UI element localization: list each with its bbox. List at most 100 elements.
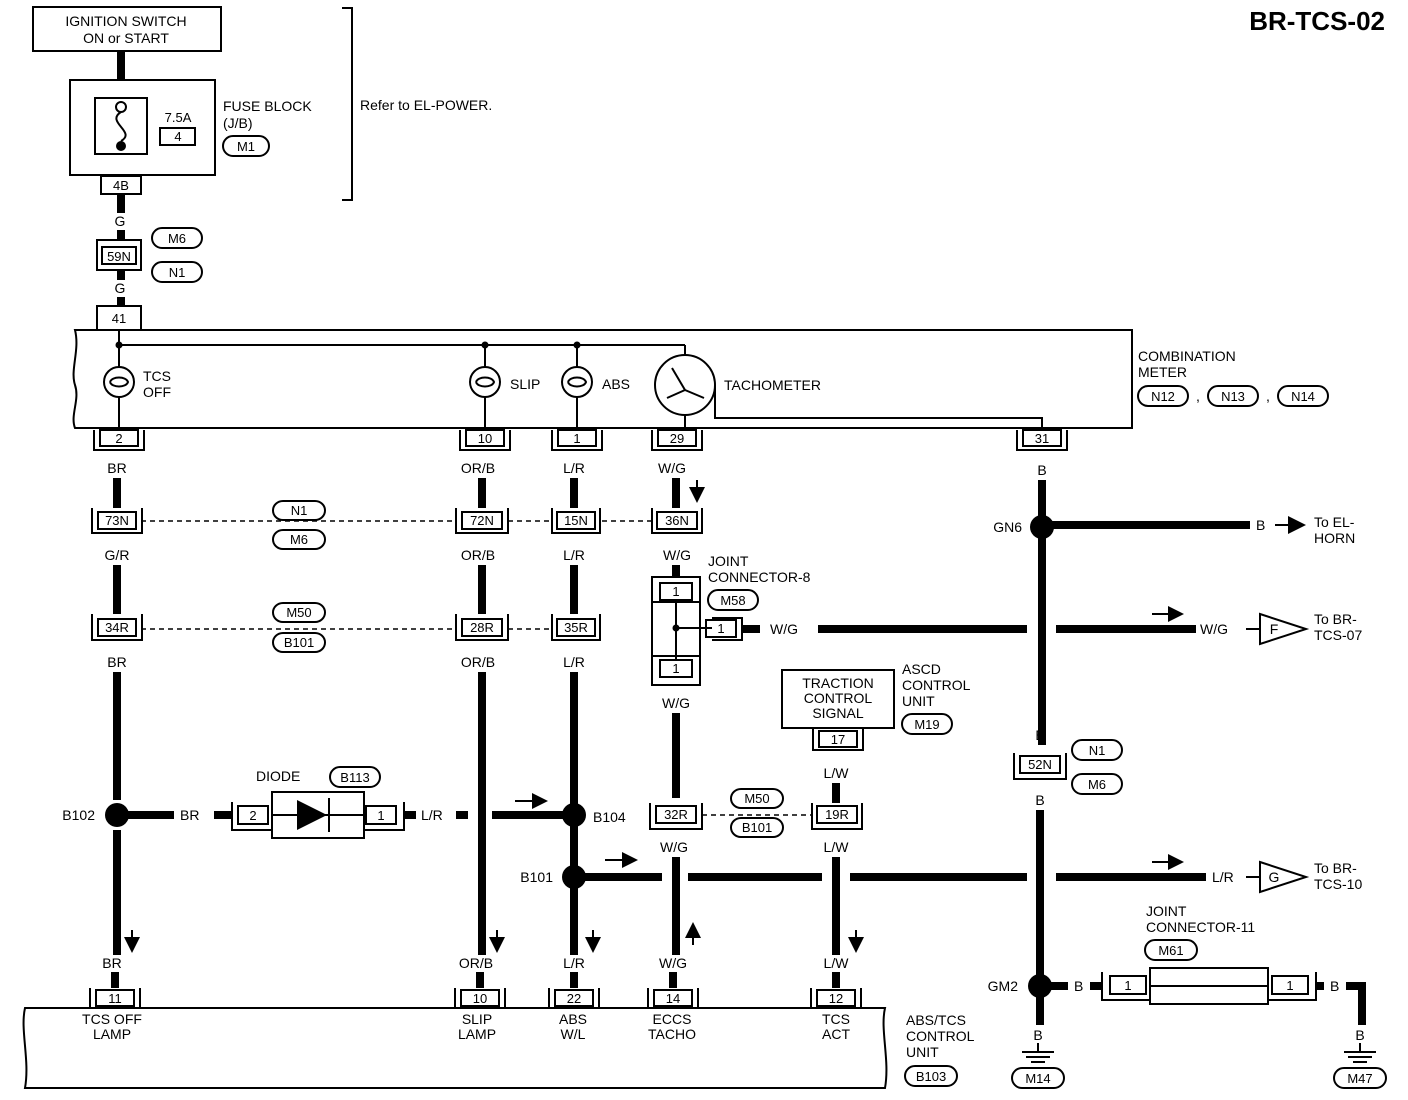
svg-text:19R: 19R	[825, 807, 849, 822]
svg-text:BR: BR	[107, 654, 126, 670]
svg-text:41: 41	[112, 311, 126, 326]
svg-text:OR/B: OR/B	[461, 547, 495, 563]
svg-text:W/L: W/L	[561, 1026, 586, 1042]
fuse-icon	[115, 111, 127, 142]
svg-text:CONTROL: CONTROL	[902, 677, 971, 693]
svg-text:M1: M1	[237, 139, 255, 154]
svg-text:L/W: L/W	[824, 839, 850, 855]
svg-text:BR: BR	[180, 807, 199, 823]
svg-text:TACHO: TACHO	[648, 1026, 696, 1042]
svg-text:B101: B101	[284, 635, 314, 650]
fuse-block: 7.5A 4 FUSE BLOCK (J/B) M1 4B	[69, 79, 312, 195]
svg-text:N14: N14	[1291, 389, 1315, 404]
svg-text:4: 4	[174, 129, 181, 144]
svg-text:OR/B: OR/B	[459, 955, 493, 971]
svg-text:B102: B102	[62, 807, 95, 823]
svg-text:GM2: GM2	[988, 978, 1019, 994]
svg-text:BR: BR	[102, 955, 121, 971]
svg-text:B101: B101	[742, 820, 772, 835]
svg-text:L/W: L/W	[824, 765, 850, 781]
ascd-control-unit: TRACTION CONTROL SIGNAL ASCD CONTROL UNI…	[781, 661, 971, 751]
svg-text:34R: 34R	[105, 620, 129, 635]
svg-text:M6: M6	[168, 231, 186, 246]
svg-text:L/R: L/R	[563, 460, 585, 476]
svg-text:W/G: W/G	[770, 621, 798, 637]
to-f-triangle: F To BR- TCS-07	[1246, 611, 1362, 646]
connector-row-32r: 32R 19R M50 B101	[649, 788, 863, 838]
svg-text:1: 1	[1124, 978, 1131, 993]
svg-text:COMBINATION: COMBINATION	[1138, 348, 1236, 364]
svg-text:M19: M19	[914, 717, 939, 732]
svg-text:15N: 15N	[564, 513, 588, 528]
svg-text:(J/B): (J/B)	[223, 115, 253, 131]
svg-text:ABS: ABS	[559, 1011, 587, 1027]
connector-row-n1: 73N 72N 15N 36N N1 M6	[91, 500, 703, 550]
ground-m47: M47	[1333, 1051, 1387, 1089]
svg-text:32R: 32R	[664, 807, 688, 822]
svg-text:W/G: W/G	[663, 547, 691, 563]
arrow-right-icon	[1288, 516, 1306, 534]
joint-connector-8: JOINT CONNECTOR-8 1 1 1 M58	[651, 553, 811, 686]
svg-text:CONTROL: CONTROL	[804, 690, 873, 706]
svg-text:10: 10	[478, 431, 492, 446]
svg-text:OFF: OFF	[143, 384, 171, 400]
svg-text:1: 1	[672, 661, 679, 676]
svg-text:METER: METER	[1138, 364, 1187, 380]
refer-text: Refer to EL-POWER.	[360, 97, 492, 113]
svg-text:ON or START: ON or START	[83, 30, 169, 46]
svg-text:,: ,	[1266, 388, 1270, 404]
svg-text:B: B	[1355, 1027, 1364, 1043]
svg-text:TCS: TCS	[822, 1011, 850, 1027]
ground-m14: M14	[1011, 1051, 1065, 1089]
svg-text:ABS: ABS	[602, 376, 630, 392]
svg-text:M6: M6	[290, 532, 308, 547]
svg-text:TACHOMETER: TACHOMETER	[724, 377, 821, 393]
abs-tcs-control-unit: ABS/TCS CONTROL UNIT B103 11 TCS OFF LAM…	[22, 988, 975, 1089]
diode: DIODE B113 2 1	[231, 766, 405, 839]
svg-text:TCS-07: TCS-07	[1314, 627, 1362, 643]
svg-text:W/G: W/G	[659, 955, 687, 971]
svg-text:N1: N1	[1089, 743, 1106, 758]
svg-text:10: 10	[473, 991, 487, 1006]
svg-text:CONNECTOR-8: CONNECTOR-8	[708, 569, 811, 585]
svg-text:L/R: L/R	[563, 654, 585, 670]
svg-text:M50: M50	[286, 605, 311, 620]
svg-text:N12: N12	[1151, 389, 1175, 404]
svg-text:CONNECTOR-11: CONNECTOR-11	[1146, 919, 1255, 935]
svg-text:B104: B104	[593, 809, 626, 825]
svg-text:N13: N13	[1221, 389, 1245, 404]
svg-text:W/G: W/G	[1200, 621, 1228, 637]
connector-row-m50: 34R 28R 35R M50 B101	[91, 602, 601, 653]
svg-text:1: 1	[573, 431, 580, 446]
svg-text:N1: N1	[291, 503, 308, 518]
svg-text:22: 22	[567, 991, 581, 1006]
svg-text:11: 11	[108, 991, 122, 1006]
svg-text:SLIP: SLIP	[510, 376, 540, 392]
svg-text:LAMP: LAMP	[458, 1026, 496, 1042]
svg-text:M6: M6	[1088, 777, 1106, 792]
svg-text:BR: BR	[107, 460, 126, 476]
svg-text:ACT: ACT	[822, 1026, 850, 1042]
svg-text:B: B	[1256, 517, 1265, 533]
svg-text:W/G: W/G	[662, 695, 690, 711]
svg-text:HORN: HORN	[1314, 530, 1355, 546]
svg-text:F: F	[1270, 621, 1279, 637]
svg-text:JOINT: JOINT	[708, 553, 749, 569]
svg-text:72N: 72N	[470, 513, 494, 528]
svg-text:L/R: L/R	[563, 955, 585, 971]
svg-text:To BR-: To BR-	[1314, 860, 1357, 876]
svg-text:TCS: TCS	[143, 368, 171, 384]
svg-text:14: 14	[666, 991, 680, 1006]
svg-text:TCS-10: TCS-10	[1314, 876, 1362, 892]
svg-text:M50: M50	[744, 791, 769, 806]
svg-text:SIGNAL: SIGNAL	[812, 705, 864, 721]
svg-text:G/R: G/R	[105, 547, 130, 563]
svg-text:B: B	[1033, 1027, 1042, 1043]
svg-text:CONTROL: CONTROL	[906, 1028, 975, 1044]
meter-label: COMBINATION METER N12 , N13 , N14	[1137, 348, 1329, 407]
meter-pins: 2 10 1 29 31	[93, 429, 1068, 451]
svg-text:B: B	[1330, 978, 1339, 994]
svg-text:B101: B101	[520, 869, 553, 885]
svg-text:35R: 35R	[564, 620, 588, 635]
